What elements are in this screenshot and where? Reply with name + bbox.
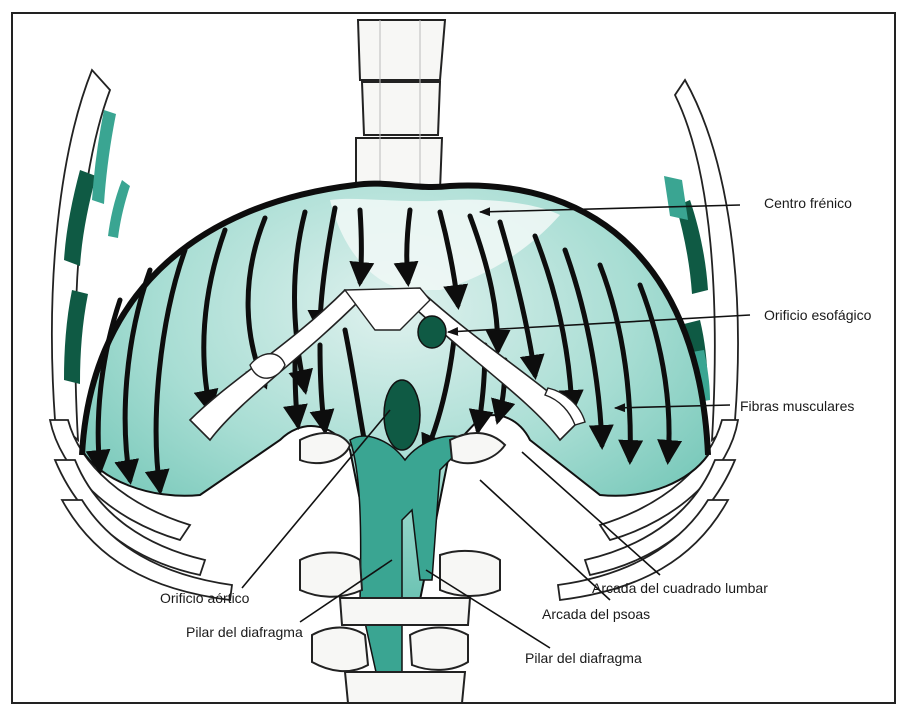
label-orificio-esofagico: Orificio esofágico	[764, 307, 872, 323]
label-orificio-aortico: Orificio aórtico	[160, 590, 250, 606]
esophageal-orifice	[418, 316, 446, 348]
label-arcada-psoas: Arcada del psoas	[542, 606, 650, 622]
aortic-orifice	[384, 380, 420, 450]
esophagus	[356, 20, 445, 190]
label-fibras-musculares: Fibras musculares	[740, 398, 854, 414]
label-pilar-diafragma-right: Pilar del diafragma	[525, 650, 642, 666]
label-pilar-diafragma-left: Pilar del diafragma	[186, 624, 303, 640]
label-centro-frenico: Centro frénico	[764, 195, 852, 211]
label-arcada-cuadrado-lumbar: Arcada del cuadrado lumbar	[592, 580, 768, 596]
